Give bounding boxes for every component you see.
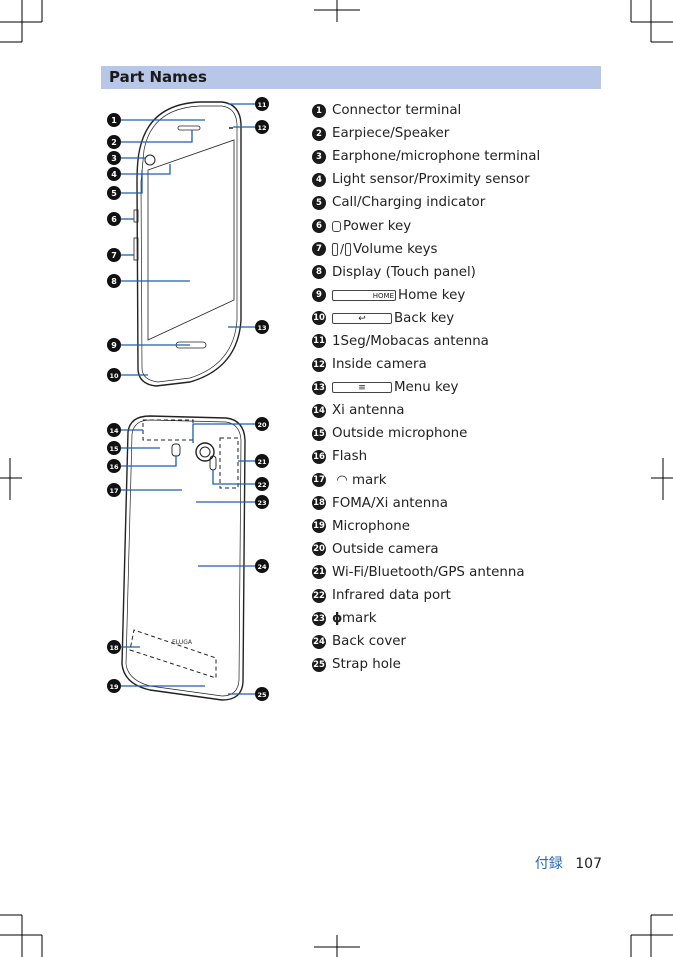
callout-22: 22 <box>255 477 269 491</box>
svg-text:19: 19 <box>109 683 119 691</box>
svg-text:21: 21 <box>257 458 267 466</box>
menu-key-icon: ≡ <box>332 382 392 394</box>
callout-13: 13 <box>255 320 269 334</box>
callout-20: 20 <box>255 417 269 431</box>
nfc-mark-icon: ◠ <box>336 472 348 488</box>
callout-15: 15 <box>107 441 121 455</box>
callout-16: 16 <box>107 459 121 473</box>
svg-text:15: 15 <box>109 445 119 453</box>
svg-text:18: 18 <box>109 644 119 652</box>
front-view <box>133 101 242 387</box>
callout-24: 24 <box>255 559 269 573</box>
svg-text:20: 20 <box>257 421 267 429</box>
volume-keys-icon <box>332 242 338 256</box>
felica-mark-icon: ϕ <box>332 611 343 627</box>
callout-6: 6 <box>107 212 121 226</box>
callout-12: 12 <box>255 120 269 134</box>
callout-14: 14 <box>107 423 121 437</box>
svg-text:11: 11 <box>257 101 267 109</box>
callout-21: 21 <box>255 454 269 468</box>
svg-text:4: 4 <box>111 170 117 179</box>
callout-8: 8 <box>107 274 121 288</box>
svg-text:2: 2 <box>111 138 117 147</box>
svg-text:24: 24 <box>257 563 267 571</box>
svg-text:3: 3 <box>111 154 117 163</box>
svg-text:22: 22 <box>257 481 266 489</box>
callout-9: 9 <box>107 338 121 352</box>
svg-text:23: 23 <box>257 499 266 507</box>
callout-10: 10 <box>107 368 121 382</box>
home-key-icon: HOME <box>332 289 396 301</box>
svg-text:13: 13 <box>257 324 266 332</box>
page-footer: 付録 107 <box>535 853 602 873</box>
callout-25: 25 <box>255 687 269 701</box>
brand-logo: ELUGA <box>172 639 193 646</box>
list-item: 17◠mark <box>312 472 387 488</box>
svg-text:9: 9 <box>111 341 117 350</box>
callout-2: 2 <box>107 135 121 149</box>
svg-text:5: 5 <box>111 189 117 198</box>
section-title: Part Names <box>109 68 207 86</box>
svg-text:10: 10 <box>109 372 119 380</box>
callout-1: 1 <box>107 113 121 127</box>
list-item: 10↩Back key <box>312 310 455 326</box>
list-item: 7/Volume keys <box>312 238 612 261</box>
callout-17: 17 <box>107 483 121 497</box>
back-view: ELUGA <box>121 415 246 701</box>
callout-7: 7 <box>107 248 121 262</box>
footer-section: 付録 <box>534 856 563 872</box>
svg-text:1: 1 <box>111 116 117 125</box>
list-item: 13≡Menu key <box>312 380 459 396</box>
svg-text:14: 14 <box>109 427 119 435</box>
svg-text:7: 7 <box>111 251 117 260</box>
callout-23: 23 <box>255 495 269 509</box>
volume-keys-icon <box>345 242 352 256</box>
callout-18: 18 <box>107 640 121 654</box>
page-number: 107 <box>575 856 602 872</box>
back-key-icon: ↩ <box>332 312 392 324</box>
callout-4: 4 <box>107 167 121 181</box>
callout-3: 3 <box>107 151 121 165</box>
power-key-icon <box>332 220 341 232</box>
svg-text:25: 25 <box>257 691 267 699</box>
svg-text:16: 16 <box>109 463 119 471</box>
callout-19: 19 <box>107 679 121 693</box>
section-header: Part Names <box>101 66 601 89</box>
svg-text:6: 6 <box>111 215 117 224</box>
callout-11: 11 <box>255 97 269 111</box>
svg-text:8: 8 <box>111 277 117 286</box>
svg-text:17: 17 <box>109 487 118 495</box>
callout-5: 5 <box>107 186 121 200</box>
svg-text:12: 12 <box>257 124 266 132</box>
